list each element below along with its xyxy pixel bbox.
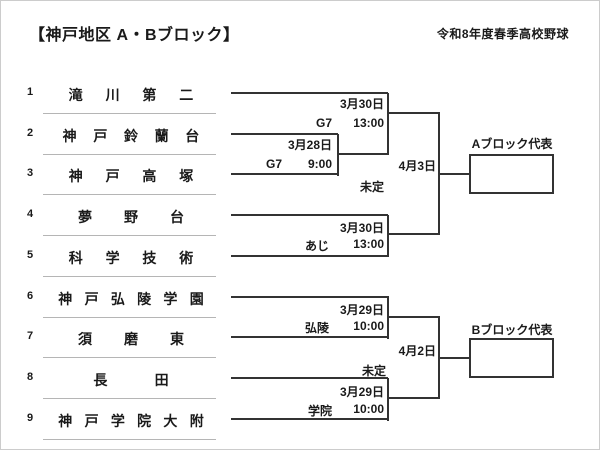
- bracket-line-team-2: [231, 133, 338, 135]
- team-number: 8: [26, 371, 34, 383]
- team-name-underline: [43, 398, 216, 399]
- match-a1-time: 13:00: [353, 116, 384, 130]
- a-block-winner-label: Aブロック代表: [471, 137, 553, 151]
- team-row-9: 9 神戸学院大附: [1, 411, 599, 429]
- match-a2-time: 9:00: [307, 157, 332, 171]
- team-name: 長田: [93, 372, 169, 388]
- match-b1-venue: 弘陵: [304, 321, 329, 335]
- team-name-underline: [43, 317, 216, 318]
- match-b2-time: 10:00: [353, 402, 384, 416]
- bracket-winner-line-match-2-3: [338, 153, 388, 155]
- b-block-winner-label: Bブロック代表: [471, 323, 553, 337]
- match-b2-date: 3月29日: [339, 385, 384, 399]
- team-name: 滝川第二: [68, 87, 194, 103]
- team-name: 神戸高塚: [68, 168, 194, 184]
- bracket-line-team-8: [231, 377, 388, 379]
- team-row-3: 3 神戸高塚: [1, 166, 599, 184]
- bracket-winner-line-semi-a-top: [388, 112, 439, 114]
- team-row-2: 2 神戸鈴蘭台: [1, 126, 599, 144]
- match-a3-venue: あじ: [304, 239, 329, 253]
- team-name: 神戸学院大附: [58, 413, 204, 429]
- bracket-winner-line-match-4-5: [388, 233, 439, 235]
- page-title: 【神戸地区 A・Bブロック】: [29, 27, 240, 44]
- bracket-winner-line-final-a: [439, 173, 469, 175]
- bracket-line-team-4: [231, 214, 388, 216]
- match-a1-date: 3月30日: [339, 97, 384, 111]
- team-row-6: 6 神戸弘陵学園: [1, 289, 599, 307]
- team-row-8: 8 長田: [1, 370, 599, 388]
- team-name: 神戸鈴蘭台: [62, 128, 200, 144]
- final-a-venue: 未定: [359, 180, 384, 194]
- bracket-line-team-3: [231, 173, 338, 175]
- team-name-underline: [43, 113, 216, 114]
- team-row-5: 5 科学技術: [1, 248, 599, 266]
- match-a3-time: 13:00: [353, 237, 384, 251]
- team-name-underline: [43, 276, 216, 277]
- final-b-date: 4月2日: [398, 344, 436, 358]
- bracket-connector-match-8-9: [387, 378, 389, 421]
- team-number: 7: [26, 330, 34, 342]
- bracket-connector-match-4-5: [387, 215, 389, 257]
- team-name-underline: [43, 235, 216, 236]
- team-name-underline: [43, 194, 216, 195]
- match-b2-venue: 学院: [307, 404, 332, 418]
- team-number: 3: [26, 167, 34, 179]
- bracket-winner-line-match-6-7: [388, 316, 439, 318]
- match-a1-venue: G7: [315, 116, 332, 130]
- final-a-date: 4月3日: [398, 159, 436, 173]
- final-b-venue: 未定: [361, 364, 386, 378]
- bracket-connector-semi-a-top: [387, 93, 389, 155]
- bracket-line-team-7: [231, 336, 388, 338]
- a-block-winner-box: [469, 154, 554, 194]
- match-a2-date: 3月28日: [287, 138, 332, 152]
- team-name: 科学技術: [68, 250, 194, 266]
- bracket-connector-match-2-3: [337, 134, 339, 176]
- bracket-winner-line-final-b: [439, 357, 469, 359]
- b-block-winner-box: [469, 338, 554, 378]
- team-name-underline: [43, 439, 216, 440]
- bracket-winner-line-match-8-9: [388, 397, 439, 399]
- team-row-1: 1 滝川第二: [1, 85, 599, 103]
- match-a3-date: 3月30日: [339, 221, 384, 235]
- team-number: 1: [26, 86, 34, 98]
- match-b1-date: 3月29日: [339, 303, 384, 317]
- season-label: 令和8年度春季高校野球: [436, 27, 569, 41]
- team-name-underline: [43, 357, 216, 358]
- team-number: 5: [26, 249, 34, 261]
- bracket-line-team-1: [231, 92, 388, 94]
- team-row-7: 7 須磨東: [1, 329, 599, 347]
- team-number: 2: [26, 127, 34, 139]
- team-number: 9: [26, 412, 34, 424]
- match-a2-venue: G7: [265, 157, 282, 171]
- match-b1-time: 10:00: [353, 319, 384, 333]
- team-number: 4: [26, 208, 34, 220]
- team-row-4: 4 夢野台: [1, 207, 599, 225]
- bracket-line-team-9: [231, 418, 388, 420]
- team-number: 6: [26, 290, 34, 302]
- team-name-underline: [43, 154, 216, 155]
- team-name: 神戸弘陵学園: [58, 291, 204, 307]
- bracket-line-team-5: [231, 255, 388, 257]
- team-name: 須磨東: [78, 331, 184, 347]
- team-name: 夢野台: [78, 209, 184, 225]
- bracket-line-team-6: [231, 296, 388, 298]
